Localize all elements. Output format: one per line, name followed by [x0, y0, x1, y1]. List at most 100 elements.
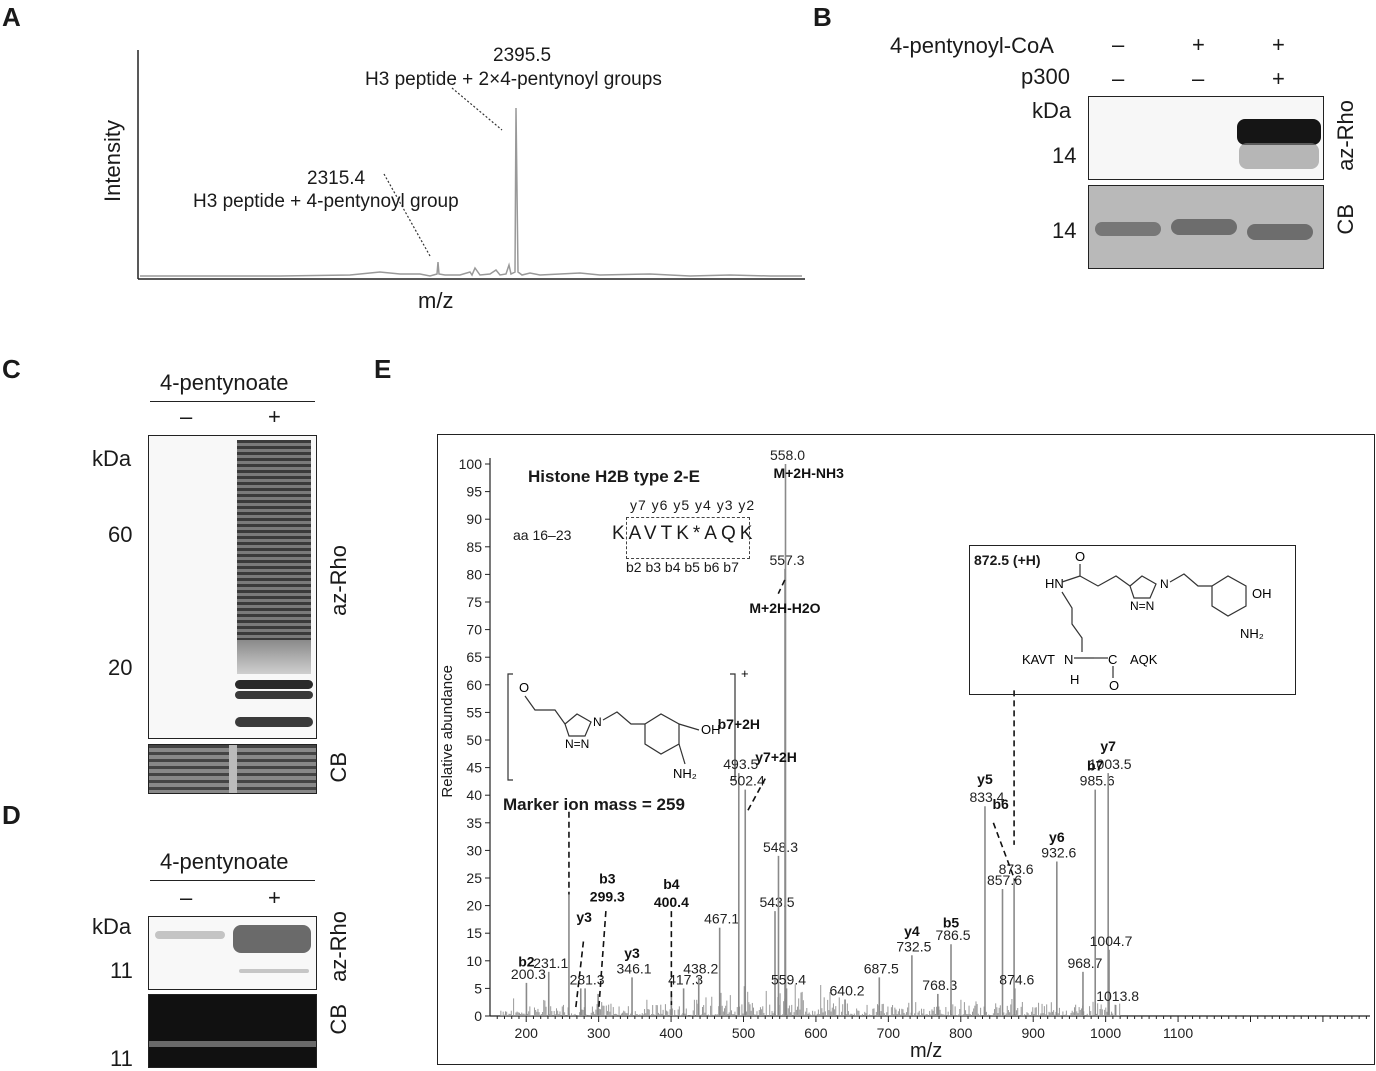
peak-label: 768.3 — [922, 977, 957, 993]
panel-c-mw-60: 60 — [108, 522, 133, 547]
peak-label: 438.2 — [683, 960, 718, 976]
panel-b-mw1: 14 — [1052, 143, 1077, 168]
peak-label: 200.3 — [511, 966, 546, 982]
svg-text:OH: OH — [701, 722, 721, 737]
y-tick-label: 5 — [474, 980, 482, 996]
panel-a-spectrum — [137, 50, 805, 280]
panel-e-seq-range: aa 16–23 — [513, 527, 572, 543]
leader-line — [597, 911, 607, 1011]
panel-e-y-ions: y7 y6 y5 y4 y3 y2 — [630, 497, 756, 513]
panel-b-row1-sign-3: + — [1272, 32, 1285, 57]
lysine-structure: O HN N=N N OH NH₂ KAVT N H C AQK O — [1022, 549, 1272, 693]
svg-text:HN: HN — [1045, 576, 1064, 591]
peak-label: 1013.8 — [1096, 988, 1139, 1004]
svg-text:N: N — [593, 715, 602, 729]
panel-d-sign-1: – — [180, 885, 193, 910]
panel-a-xlabel: m/z — [418, 288, 454, 313]
marker-ion-structure: + O N=N N OH NH₂ — [507, 668, 749, 781]
peak-label: 502.4 — [730, 773, 765, 789]
peak-label: 557.3 — [769, 552, 804, 568]
peak-label: 985.6 — [1080, 773, 1115, 789]
panel-e-sequence: KAVTK*AQK — [612, 523, 757, 544]
panel-d-cb-gel — [148, 994, 317, 1068]
svg-text:N=N: N=N — [1130, 599, 1154, 613]
svg-text:N=N: N=N — [565, 737, 589, 751]
svg-text:+: + — [741, 668, 749, 681]
svg-text:N: N — [1064, 652, 1073, 667]
panel-d-treatment: 4-pentynoate — [160, 849, 289, 874]
panel-e-b-ions: b2 b3 b4 b5 b6 b7 — [626, 559, 739, 575]
svg-text:NH₂: NH₂ — [1240, 626, 1264, 641]
peak-label: 281.3 — [570, 971, 605, 987]
leader-line — [992, 822, 1016, 882]
peak-label: 968.7 — [1067, 955, 1102, 971]
peak-label: 493.5 — [723, 756, 758, 772]
panel-e-xlabel: m/z — [910, 1040, 943, 1062]
y-tick-label: 95 — [466, 484, 482, 500]
x-tick-label: 200 — [515, 1025, 539, 1041]
panel-d-label: D — [2, 800, 21, 830]
ion-annotation: b7+2H — [718, 716, 760, 732]
ion-annotation: b2 — [518, 953, 535, 969]
panel-a-peak1-desc: H3 peptide + 4-pentynoyl group — [193, 191, 459, 212]
gel-band — [1095, 222, 1161, 236]
y-tick-label: 45 — [466, 760, 482, 776]
x-tick-label: 300 — [587, 1025, 611, 1041]
panel-a-peak2-desc: H3 peptide + 2×4-pentynoyl groups — [365, 69, 662, 90]
x-tick-label: 700 — [877, 1025, 901, 1041]
panel-d-sign-2: + — [268, 885, 281, 910]
svg-text:N: N — [1160, 577, 1169, 591]
ion-annotation: M+2H-H2O — [749, 600, 820, 616]
panel-b-row2-sign-3: + — [1272, 66, 1285, 91]
peak-label: 1004.7 — [1090, 933, 1133, 949]
x-tick-label: 400 — [659, 1025, 683, 1041]
panel-c-mw-20: 20 — [108, 655, 133, 680]
panel-c-rule — [150, 401, 315, 402]
panel-e-marker-text: Marker ion mass = 259 — [503, 795, 685, 814]
gel-band — [1247, 224, 1313, 240]
y-tick-label: 60 — [466, 677, 482, 693]
panel-b-cb-gel — [1088, 185, 1324, 269]
y-tick-label: 30 — [466, 842, 482, 858]
lysine-structure-box — [969, 545, 1296, 695]
svg-text:C: C — [1108, 652, 1117, 667]
panel-e-struct-label: 872.5 (+H) — [974, 552, 1041, 568]
peak-label: 548.3 — [763, 839, 798, 855]
svg-text:O: O — [519, 680, 529, 695]
panel-b-row2-sign-2: – — [1192, 66, 1205, 91]
panel-c-kda: kDa — [92, 446, 132, 471]
gel-band — [235, 680, 313, 689]
gel-band — [235, 717, 313, 727]
y-tick-label: 40 — [466, 787, 482, 803]
panel-b-row2-label: p300 — [1021, 64, 1070, 89]
panel-e-label: E — [374, 354, 392, 384]
ion-annotation: b3 — [599, 871, 616, 887]
ion-annotation: y7+2H — [755, 749, 797, 765]
leader-line — [777, 579, 786, 595]
peak-label: 559.4 — [771, 971, 806, 987]
x-tick-label: 1000 — [1090, 1025, 1121, 1041]
ion-annotation: y3 — [624, 945, 640, 961]
y-tick-label: 15 — [466, 925, 482, 941]
peak-label: 231.1 — [533, 955, 568, 971]
peak-label: 1003.5 — [1089, 756, 1132, 772]
gel-lane-gap — [229, 745, 237, 793]
peak-label: 558.0 — [770, 447, 805, 463]
ion-annotation: b5 — [943, 915, 960, 931]
panel-d-mw1: 11 — [110, 958, 133, 983]
ion-annotation-value: 299.3 — [590, 889, 625, 905]
y-tick-label: 75 — [466, 594, 482, 610]
panel-d-mw2: 11 — [110, 1046, 133, 1071]
ion-annotation: b4 — [663, 876, 680, 892]
gel-band — [149, 1041, 316, 1047]
panel-b-row1-label: 4-pentynoyl-CoA — [890, 33, 1054, 58]
panel-d-rule — [150, 880, 315, 881]
panel-b-row1-sign-1: – — [1112, 32, 1125, 57]
panel-d-kda: kDa — [92, 914, 132, 939]
peak-label: 786.5 — [935, 927, 970, 943]
panel-c-label: C — [2, 354, 21, 384]
svg-text:O: O — [1075, 549, 1085, 564]
svg-text:KAVT: KAVT — [1022, 652, 1055, 667]
ion-annotation: y7 — [1100, 738, 1116, 754]
panel-e-frame — [437, 434, 1375, 1065]
